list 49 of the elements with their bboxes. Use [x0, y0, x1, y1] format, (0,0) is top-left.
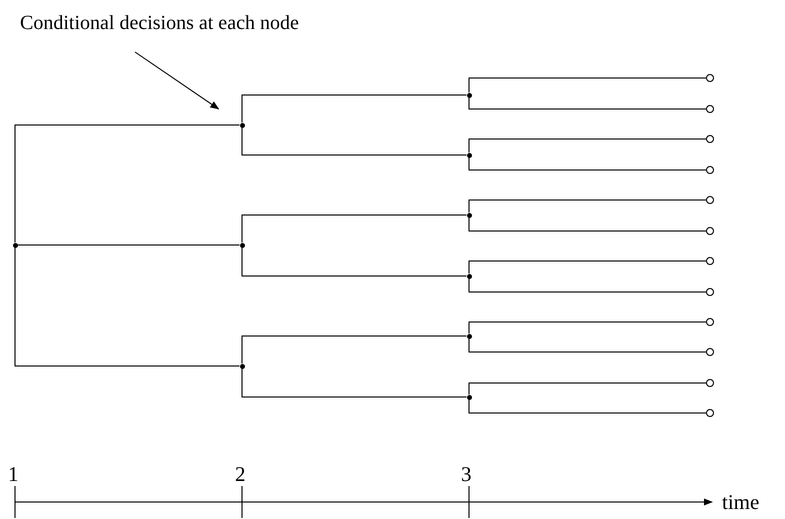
branch-line — [468, 97, 706, 110]
branch-line — [468, 338, 706, 352]
tick-label: 3 — [461, 462, 472, 486]
outcome-circle — [706, 379, 714, 387]
leader-arrow — [134, 52, 220, 110]
branch-line — [468, 260, 706, 274]
branch-line — [468, 322, 706, 334]
branch-line — [242, 247, 467, 276]
branch-line — [468, 200, 706, 213]
branch-line — [14, 124, 240, 243]
outcome-circle — [706, 288, 714, 296]
tick-label: 2 — [235, 462, 246, 486]
outcome-circle — [706, 196, 714, 204]
outcome-circle — [706, 74, 714, 82]
tick-label: 1 — [8, 462, 18, 486]
branch-line — [468, 138, 706, 153]
axis-label: time — [722, 490, 760, 514]
branch-line — [242, 94, 467, 123]
branch-line — [17, 244, 240, 246]
decision-dot — [240, 242, 244, 248]
branch-line — [14, 247, 240, 366]
outcome-circle — [706, 227, 714, 235]
decision-dot — [466, 274, 472, 278]
outcome-circle — [706, 348, 714, 356]
branch-line — [242, 214, 467, 243]
outcome-circle — [706, 409, 714, 417]
branch-line — [468, 157, 706, 170]
outcome-circle — [706, 105, 714, 113]
outcome-circle — [706, 135, 714, 143]
branch-line — [468, 78, 706, 93]
decision-dot — [466, 394, 472, 400]
decision-dot — [466, 212, 472, 218]
outcome-circle — [706, 257, 714, 265]
decision-dot — [466, 152, 472, 158]
branch-line — [468, 217, 706, 232]
outcome-circle — [706, 166, 714, 174]
decision-dot — [12, 242, 18, 248]
branch-line — [242, 336, 467, 364]
branch-line — [468, 382, 706, 395]
outcome-circle — [706, 318, 714, 326]
decision-dot — [466, 334, 472, 338]
branch-line — [468, 399, 706, 414]
decision-dot — [240, 364, 244, 368]
decision-dot — [240, 122, 244, 128]
branch-line — [242, 127, 467, 156]
branch-line — [468, 278, 706, 292]
branch-line — [242, 368, 467, 398]
decision-dot — [466, 92, 472, 98]
annotation-text: Conditional decisions at each node — [20, 12, 299, 35]
